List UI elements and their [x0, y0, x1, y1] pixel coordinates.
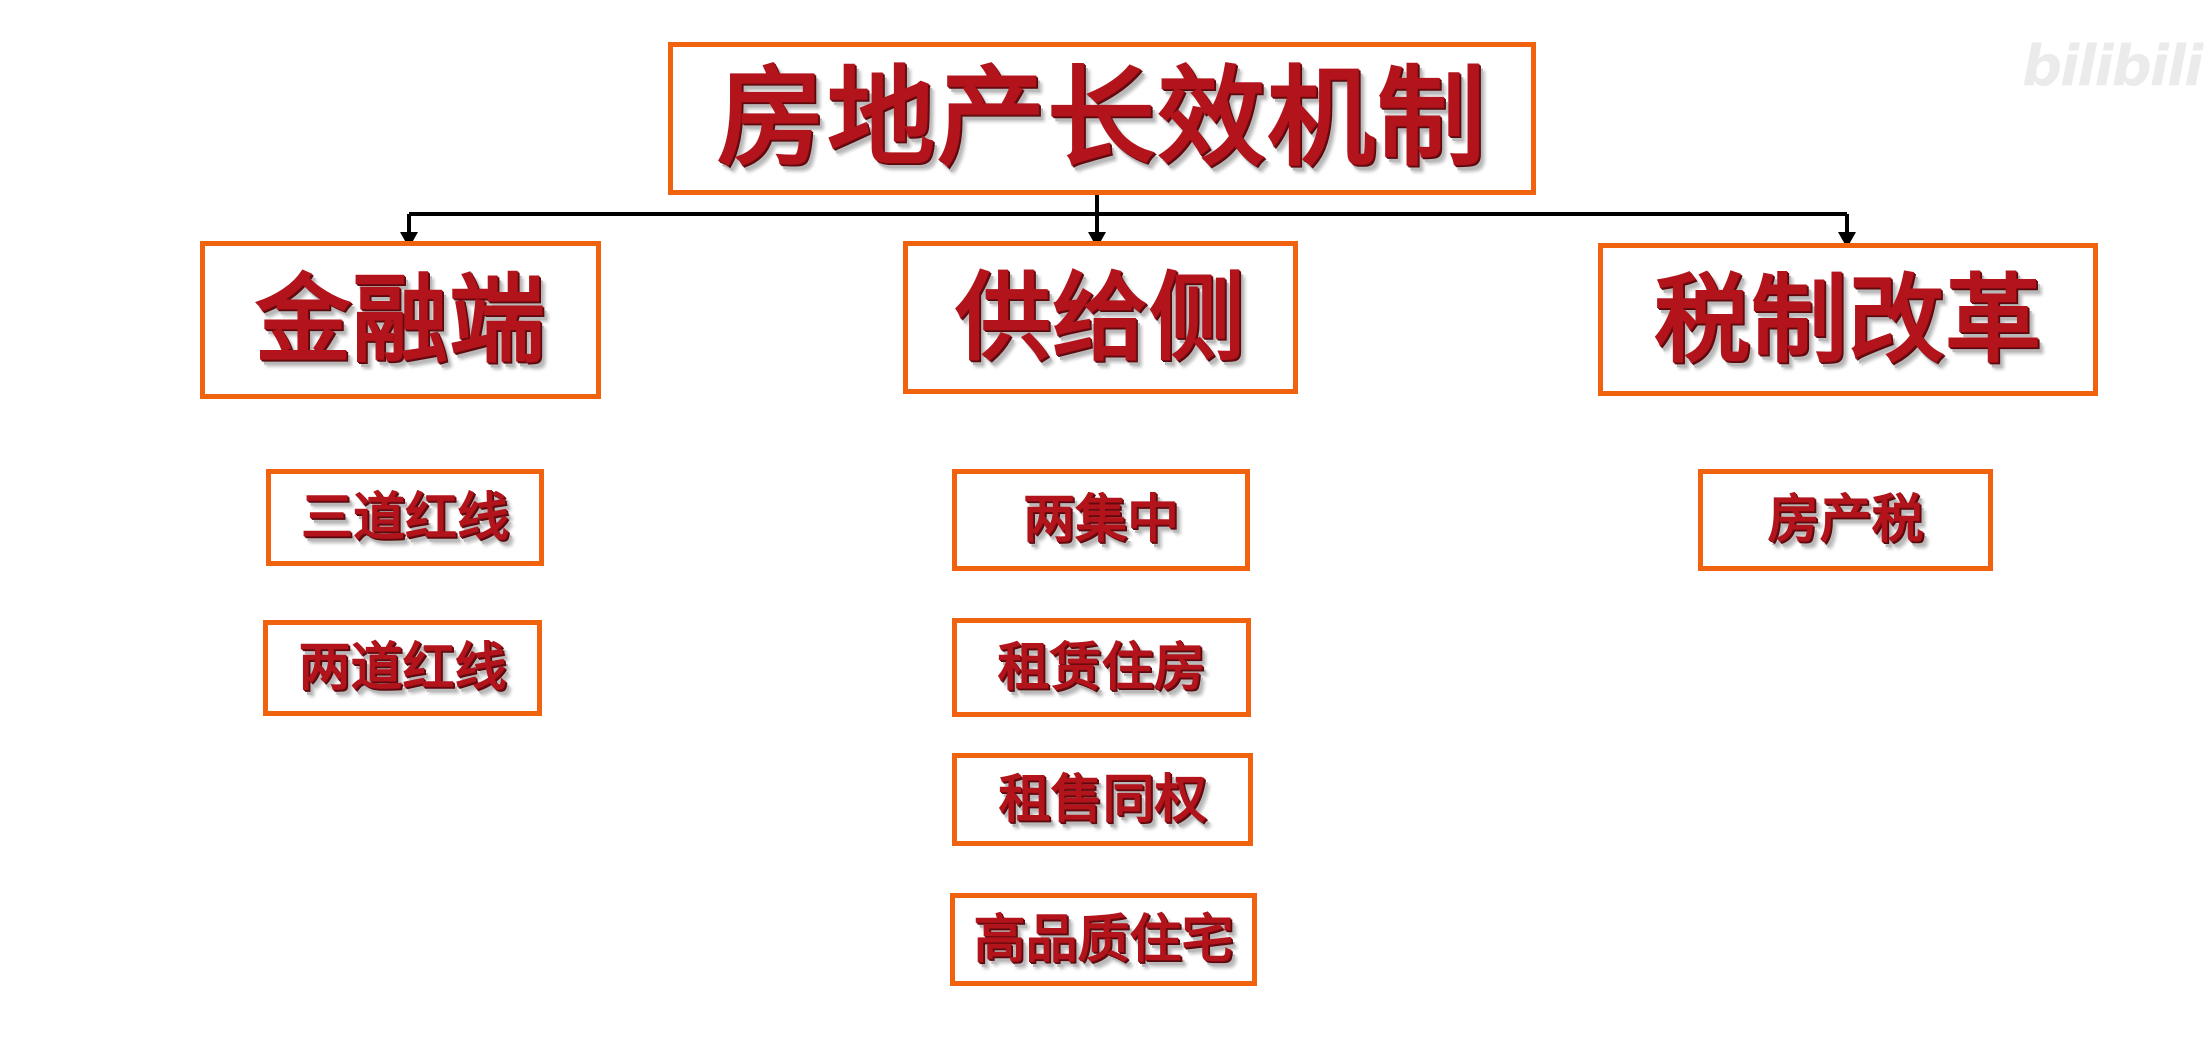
leaf-node-financial-1: 三道红线 [266, 469, 544, 566]
root-node-label: 房地产长效机制 [716, 55, 1487, 181]
leaf-node-label: 两集中 [1022, 490, 1179, 550]
branch-node-tax: 税制改革 [1598, 243, 2098, 396]
leaf-node-supply-1: 两集中 [952, 469, 1250, 571]
leaf-node-label: 三道红线 [300, 487, 509, 548]
branch-node-financial: 金融端 [200, 241, 601, 399]
leaf-node-supply-4: 高品质住宅 [950, 893, 1257, 986]
leaf-node-financial-2: 两道红线 [263, 620, 542, 716]
branch-node-label: 供给侧 [955, 261, 1246, 374]
root-node: 房地产长效机制 [668, 42, 1536, 195]
arrowhead-tax [1838, 232, 1856, 248]
leaf-node-label: 租售同权 [998, 769, 1207, 830]
leaf-node-tax-1: 房产税 [1698, 469, 1993, 571]
leaf-node-supply-2: 租赁住房 [952, 618, 1251, 717]
leaf-node-label: 租赁住房 [997, 637, 1206, 698]
branch-node-supply: 供给侧 [903, 241, 1298, 394]
arrowhead-supply [1088, 232, 1106, 248]
bilibili-watermark-logo: bilibili [2022, 34, 2203, 99]
leaf-node-label: 高品质住宅 [973, 909, 1234, 970]
leaf-node-supply-3: 租售同权 [952, 753, 1253, 846]
branch-node-label: 税制改革 [1654, 263, 2042, 376]
leaf-node-label: 两道红线 [298, 638, 507, 698]
branch-node-label: 金融端 [255, 264, 546, 376]
arrowhead-financial [400, 232, 418, 248]
leaf-node-label: 房产税 [1767, 490, 1924, 550]
